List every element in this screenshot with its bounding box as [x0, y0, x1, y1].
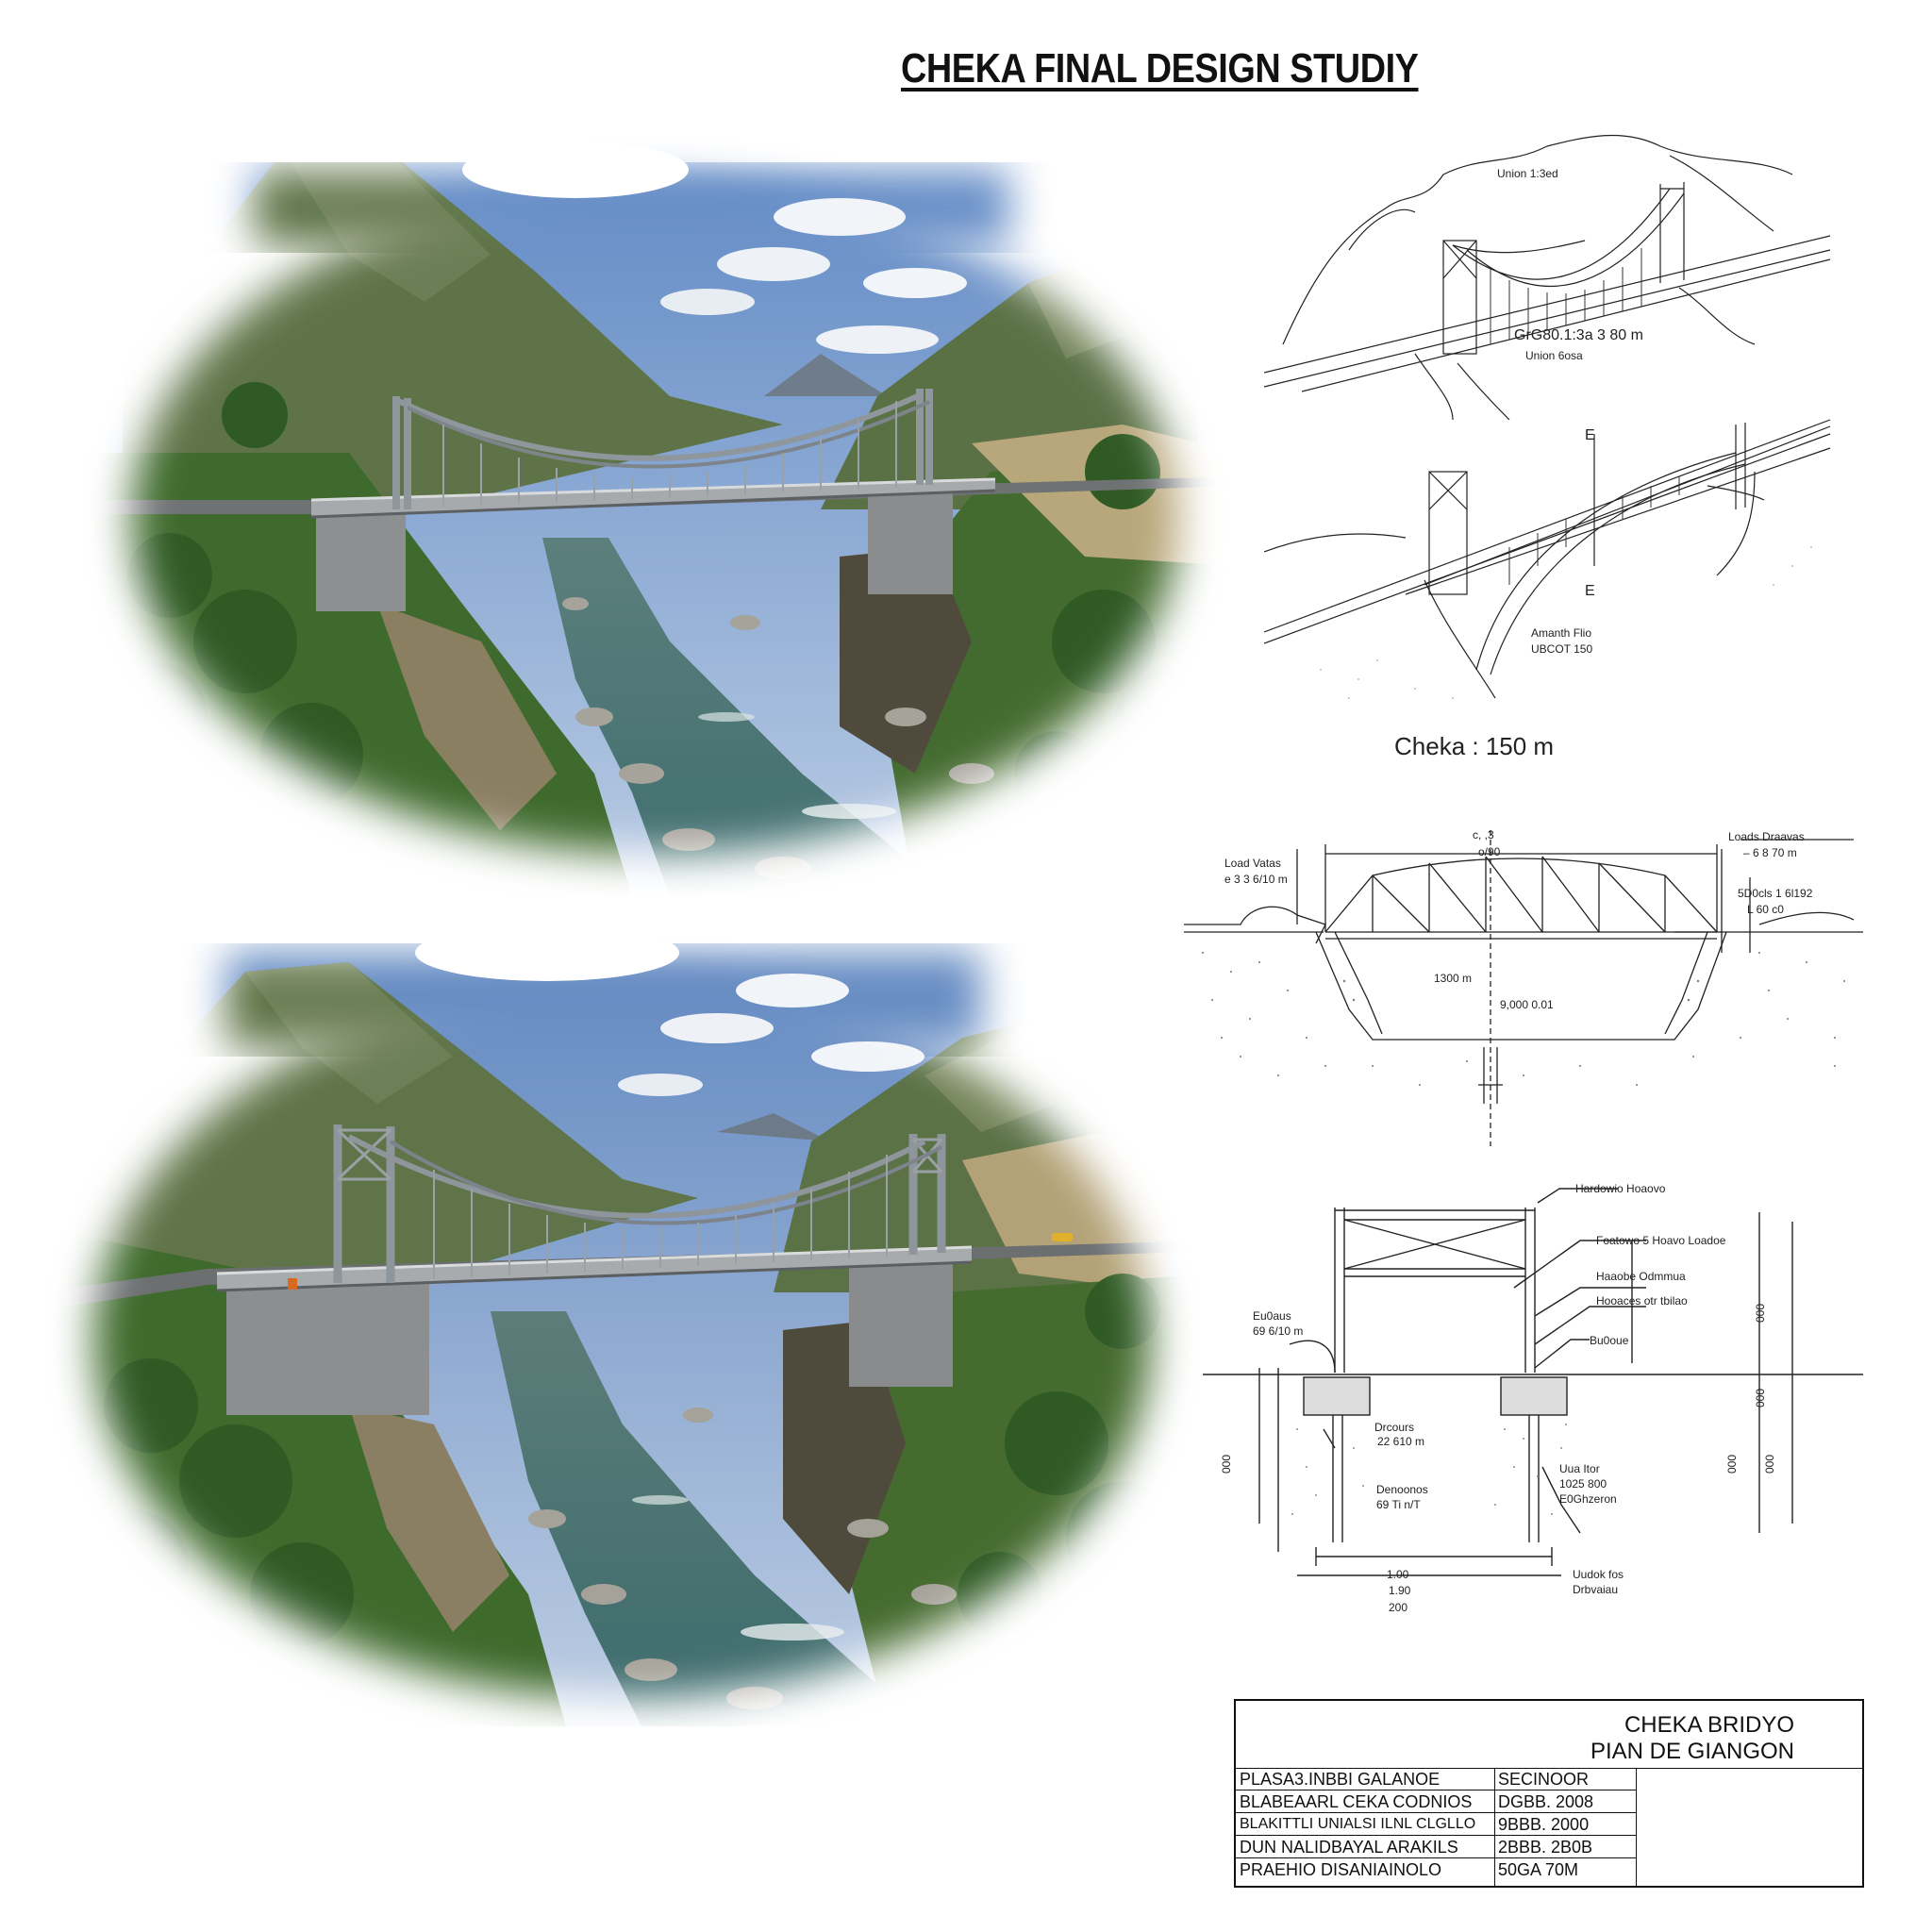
tower-dim-2: 000	[1754, 1303, 1768, 1324]
elev-top-mark: o/90	[1478, 845, 1501, 858]
sketch2-label-1: E	[1585, 427, 1595, 443]
sketch1-label-1: Union 1:3ed	[1497, 167, 1558, 180]
tower-label-12: Uua Itor	[1559, 1462, 1600, 1475]
sketch1-label-2: GrG80.1:3a 3 80 m	[1514, 327, 1643, 343]
sketch-perspective-arch	[1263, 396, 1844, 712]
elev-top-mark-2: c, ,3	[1473, 828, 1494, 841]
tower-label-5: Bu0oue	[1590, 1334, 1629, 1347]
tb-row-right-1: DGBB. 2008	[1494, 1790, 1636, 1813]
elev-right-2: – 6 8 70 m	[1743, 846, 1797, 859]
tower-label-3: Haaobe Odmmua	[1596, 1270, 1686, 1283]
tower-label-4: Hooaces otr tbilao	[1596, 1294, 1688, 1307]
elev-left-2: e 3 3 6/10 m	[1224, 873, 1288, 886]
tower-foundation-drawing	[1203, 1184, 1863, 1585]
title-block-col-left: PLASA3.INBBI GALANOE BLABEAARL CEKA CODN…	[1236, 1768, 1495, 1886]
tower-label-13: 1025 800	[1559, 1477, 1607, 1491]
tower-label-7: 69 6/10 m	[1253, 1324, 1304, 1338]
sketch2-label-4: UBCOT 150	[1531, 642, 1593, 656]
title-block-heading-1: CHEKA BRIDYO	[1624, 1712, 1794, 1738]
tower-label-15: Uudok fos	[1573, 1568, 1624, 1581]
tower-base-3: 200	[1389, 1601, 1408, 1614]
title-block-heading-2: PIAN DE GIANGON	[1590, 1739, 1794, 1764]
tb-row-left-1: BLABEAARL CEKA CODNIOS	[1236, 1790, 1494, 1813]
title-block-header: CHEKA BRIDYO PIAN DE GIANGON	[1236, 1701, 1862, 1769]
tb-row-right-0: SECINOOR	[1494, 1768, 1636, 1790]
tower-dim-1: 000	[1220, 1454, 1234, 1474]
tb-row-left-4: PRAEHIO DISANIAINOLO	[1240, 1860, 1442, 1879]
tb-row-right-3: 2BBB. 2B0B	[1494, 1836, 1636, 1858]
tower-label-6: Eu0aus	[1253, 1309, 1291, 1323]
tb-row-left-0: PLASA3.INBBI GALANOE	[1236, 1768, 1494, 1790]
tower-dim-4: 000	[1763, 1454, 1777, 1474]
tower-label-8: Drcours	[1374, 1421, 1415, 1434]
title-block-table: PLASA3.INBBI GALANOE BLABEAARL CEKA CODN…	[1236, 1768, 1862, 1886]
tb-row-left-3: DUN NALIDBAYAL ARAKILS	[1236, 1836, 1494, 1858]
tower-base-1: 1.00	[1387, 1568, 1409, 1581]
elev-right-1: Loads Draavas	[1728, 830, 1805, 843]
elevation-drawing	[1184, 821, 1863, 1156]
sketch1-label-3: Union 6osa	[1525, 349, 1583, 362]
tower-label-1: Hardowio Hoaovo	[1575, 1182, 1666, 1195]
tower-label-14: E0Ghzeron	[1559, 1492, 1617, 1506]
tower-label-9: 22 610 m	[1377, 1435, 1425, 1448]
tower-label-11: 69 Ti n/T	[1376, 1498, 1421, 1511]
title-block-col-right: SECINOOR DGBB. 2008 9BBB. 2000 2BBB. 2B0…	[1494, 1768, 1637, 1886]
tower-base-2: 1.90	[1389, 1584, 1411, 1597]
tb-row-right-4: 50GA 70M	[1498, 1860, 1579, 1879]
tb-row-left-2: BLAKITTLI UNIALSI ILNL CLGLLO	[1236, 1813, 1494, 1836]
sketch2-label-3: Amanth Flio	[1531, 626, 1592, 640]
elev-right-3: 5D0cls 1 6l192	[1738, 887, 1813, 900]
sketch2-label-2: E	[1585, 583, 1595, 599]
tower-label-2: Foatowo 5 Hoavo Loadoe	[1596, 1234, 1726, 1247]
elev-depth: 1300 m	[1434, 972, 1473, 985]
tower-label-10: Denoonos	[1376, 1483, 1428, 1496]
elev-center: 9,000 0.01	[1500, 998, 1554, 1011]
title-block: CHEKA BRIDYO PIAN DE GIANGON PLASA3.INBB…	[1234, 1699, 1864, 1888]
bridge-render-bottom	[38, 915, 1217, 1726]
sketch-perspective-suspension	[1263, 118, 1844, 425]
elev-right-4: L 60 c0	[1747, 903, 1784, 916]
elev-left-1: Load Vatas	[1224, 857, 1281, 870]
tb-row-right-2: 9BBB. 2000	[1494, 1813, 1636, 1836]
tower-dim-5: 000	[1754, 1388, 1768, 1408]
bridge-render-top	[66, 113, 1241, 896]
page-title: CHEKA FINAL DESIGN STUDIY	[901, 45, 1419, 92]
tower-label-16: Drbvaiau	[1573, 1583, 1619, 1596]
span-length-label: Cheka : 150 m	[1394, 732, 1555, 760]
tower-dim-3: 000	[1725, 1454, 1740, 1474]
